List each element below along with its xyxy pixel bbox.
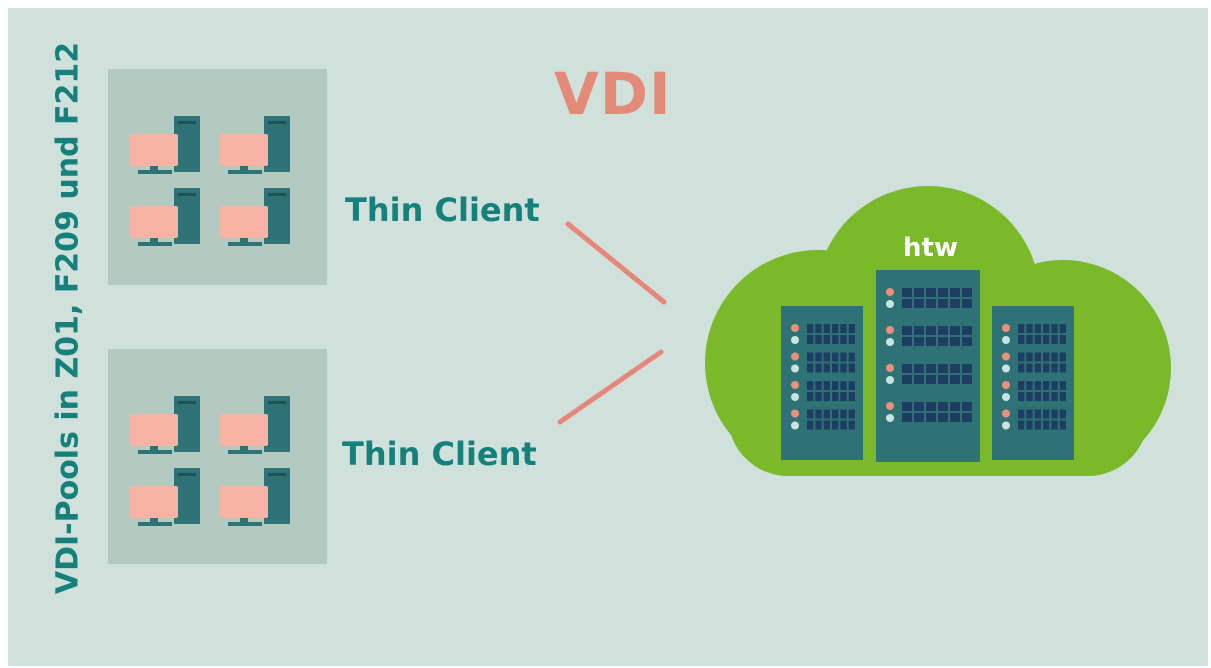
pool-workstations-top	[130, 116, 290, 246]
thin-client-label-top: Thin Client	[345, 191, 540, 229]
desktop-computer-icon	[220, 188, 290, 246]
server-rack-icon	[876, 270, 980, 462]
pool-box-top	[108, 69, 327, 285]
diagram-graphics	[108, 69, 1171, 564]
pool-workstations-bottom	[130, 396, 290, 526]
cloud-label: htw	[903, 233, 958, 263]
server-rack-icon	[992, 306, 1074, 460]
connector-line-top	[565, 221, 667, 305]
desktop-computer-icon	[130, 188, 200, 246]
desktop-computer-icon	[220, 116, 290, 174]
server-racks	[781, 270, 1074, 462]
desktop-computer-icon	[130, 468, 200, 526]
diagram-title: VDI	[554, 60, 672, 128]
connector-line-bottom	[557, 349, 664, 425]
desktop-computer-icon	[130, 396, 200, 454]
desktop-computer-icon	[130, 116, 200, 174]
server-rack-icon	[781, 306, 863, 460]
pool-box-bottom	[108, 349, 327, 564]
vdi-diagram: VDI VDI-Pools in Z01, F209 und F212 Thin…	[8, 8, 1208, 666]
desktop-computer-icon	[220, 396, 290, 454]
thin-client-label-bottom: Thin Client	[342, 435, 537, 473]
pools-label: VDI-Pools in Z01, F209 und F212	[50, 41, 86, 595]
desktop-computer-icon	[220, 468, 290, 526]
